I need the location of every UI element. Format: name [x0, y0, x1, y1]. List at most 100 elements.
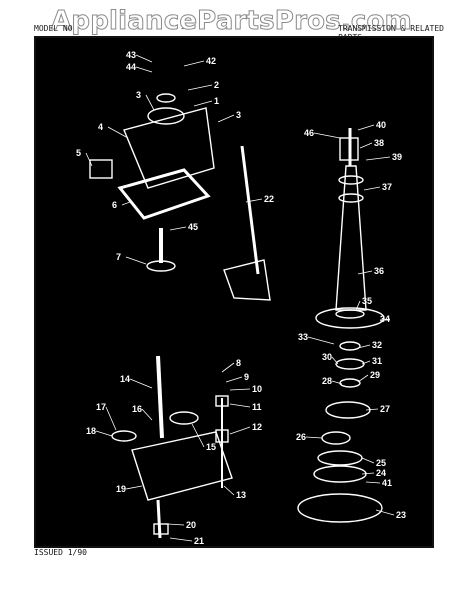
callout-leader-line: [169, 537, 193, 542]
drive-rod-shape: [240, 145, 260, 275]
callout-leader-line: [217, 114, 235, 123]
spline-coupling-shape: [339, 137, 359, 161]
callout-number: 28: [322, 376, 332, 386]
callout-number: 7: [116, 252, 121, 262]
callout-number: 9: [244, 372, 249, 382]
callout-number: 33: [298, 332, 308, 342]
callout-number: 18: [86, 426, 96, 436]
cover-neck-shape: [147, 107, 185, 125]
callout-number: 36: [374, 266, 384, 276]
callout-leader-line: [355, 300, 361, 311]
callout-number: 39: [392, 152, 402, 162]
callout-leader-line: [121, 201, 131, 206]
callout-leader-line: [225, 376, 243, 383]
callout-leader-line: [375, 509, 395, 516]
callout-leader-line: [361, 457, 375, 464]
callout-leader-line: [313, 132, 341, 139]
header-model-number: -: [180, 24, 185, 33]
callout-number: 12: [252, 422, 262, 432]
callout-leader-line: [363, 186, 381, 191]
callout-leader-line: [245, 198, 263, 203]
transmission-cover-shape: [123, 107, 215, 189]
base-plate-shape: [297, 493, 383, 523]
callout-leader-line: [145, 94, 155, 111]
header-model-label: MODEL NO: [34, 24, 73, 33]
callout-number: 3: [136, 90, 141, 100]
flange-shape: [315, 307, 385, 329]
gear-15-shape: [169, 411, 199, 425]
callout-leader-line: [379, 318, 391, 321]
callout-number: 35: [362, 296, 372, 306]
callout-number: 1: [214, 96, 219, 106]
callout-number: 32: [372, 340, 382, 350]
callout-number: 15: [206, 442, 216, 452]
lower-housing-shape: [131, 431, 233, 501]
callout-leader-line: [169, 226, 187, 231]
callout-number: 38: [374, 138, 384, 148]
callout-number: 42: [206, 56, 216, 66]
diagram-drawing: 1233456789101112131415161718192021222324…: [76, 50, 406, 546]
callout-number: 11: [252, 402, 262, 412]
agitator-shaft-shape: [335, 165, 367, 311]
callout-number: 6: [112, 200, 117, 210]
callout-leader-line: [307, 336, 335, 345]
callout-leader-line: [125, 256, 147, 265]
callout-leader-line: [193, 100, 213, 107]
callout-leader-line: [365, 156, 391, 161]
callout-leader-line: [221, 362, 235, 373]
callout-number: 13: [236, 490, 246, 500]
callout-leader-line: [229, 403, 251, 408]
bracket-shape: [89, 159, 113, 179]
callout-number: 4: [98, 122, 103, 132]
callout-number: 25: [376, 458, 386, 468]
callout-number: 44: [126, 62, 136, 72]
bushing-12-shape: [215, 429, 229, 443]
callout-number: 8: [236, 358, 241, 368]
callout-leader-line: [365, 408, 379, 411]
callout-number: 37: [382, 182, 392, 192]
callout-number: 16: [132, 404, 142, 414]
callout-number: 41: [382, 478, 392, 488]
callout-leader-line: [135, 66, 153, 73]
callout-leader-line: [229, 388, 251, 391]
worm-shaft-shape: [156, 355, 164, 439]
callout-number: 20: [186, 520, 196, 530]
callout-number: 21: [194, 536, 204, 546]
callout-number: 24: [376, 468, 386, 478]
callout-number: 45: [188, 222, 198, 232]
callout-number: 40: [376, 120, 386, 130]
seal-shape: [156, 93, 176, 103]
callout-leader-line: [357, 124, 375, 131]
callout-leader-line: [105, 406, 117, 431]
callout-leader-line: [331, 380, 343, 385]
gear-18-shape: [111, 430, 137, 442]
issued-date: ISSUED 1/90: [34, 548, 87, 557]
callout-leader-line: [357, 270, 373, 275]
callout-leader-line: [129, 378, 153, 389]
site-watermark: AppliancePartsPros.com: [51, 6, 413, 37]
callout-number: 23: [396, 510, 406, 520]
callout-number: 14: [120, 374, 130, 384]
callout-leader-line: [331, 356, 339, 365]
bushing-11-shape: [215, 395, 229, 407]
callout-leader-line: [167, 523, 185, 526]
callout-leader-line: [357, 374, 369, 383]
callout-leader-line: [85, 152, 93, 167]
callout-leader-line: [95, 430, 113, 437]
callout-number: 3: [236, 110, 241, 120]
callout-leader-line: [365, 481, 381, 484]
callout-leader-line: [361, 360, 371, 365]
callout-leader-line: [359, 142, 373, 149]
callout-number: 5: [76, 148, 81, 158]
callout-number: 34: [380, 314, 390, 324]
drive-shaft-shape: [156, 499, 162, 539]
callout-leader-line: [141, 408, 153, 421]
callout-number: 27: [380, 404, 390, 414]
callout-number: 10: [252, 384, 262, 394]
crank-arm-shape: [223, 259, 271, 301]
callout-leader-line: [191, 423, 205, 448]
callout-leader-line: [183, 60, 205, 67]
callout-leader-line: [187, 84, 213, 91]
callout-number: 31: [372, 356, 382, 366]
